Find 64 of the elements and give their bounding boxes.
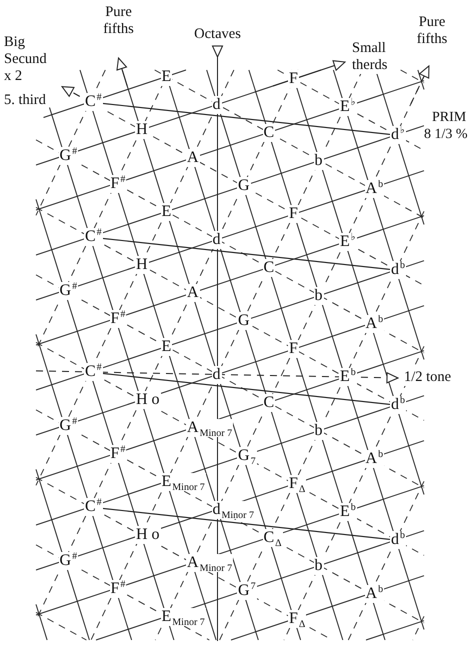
note-name: E$^{♭}$ — [339, 233, 356, 251]
note-name: F — [288, 205, 299, 223]
connector-line — [102, 238, 390, 270]
note-name: d$^{b}$ — [390, 531, 406, 549]
note-name: C$^{#}$ — [84, 228, 103, 246]
note-name: G$^{#}$ — [58, 282, 78, 300]
note-name: E — [160, 338, 172, 356]
note-name: F$_{Δ}$ — [288, 475, 306, 493]
note-name: F — [288, 340, 299, 358]
note-name: H o — [135, 526, 161, 544]
note-name: F$_{Δ}$ — [288, 610, 306, 628]
note-name: G — [237, 312, 251, 330]
note-name: A$^{b}$ — [364, 450, 384, 468]
axis-label: 1/2 tone — [404, 369, 452, 386]
note-name: G — [237, 177, 251, 195]
note-name: E — [160, 202, 172, 220]
note-name: d — [212, 96, 222, 114]
note-name: G$_{7}$ — [237, 447, 257, 465]
connector-line — [102, 102, 390, 135]
note-name: d$^{♭}$ — [390, 126, 406, 144]
note-name: E — [160, 68, 172, 86]
note-name: C — [262, 258, 276, 276]
note-name: E$_{Minor 7}$ — [160, 472, 206, 490]
note-name: b — [314, 422, 324, 440]
note-name: C$^{#}$ — [84, 93, 103, 111]
note-name: d — [212, 366, 222, 384]
note-name: b — [314, 556, 324, 574]
note-name: F$^{#}$ — [110, 580, 126, 598]
note-name: C$^{#}$ — [84, 363, 103, 381]
note-name: A$^{b}$ — [364, 314, 384, 332]
note-name: A — [186, 284, 200, 302]
note-name: A$^{b}$ — [364, 584, 384, 602]
note-name: b — [314, 152, 324, 170]
note-name: E$^{b}$ — [339, 368, 357, 386]
note-name: d$_{Minor 7}$ — [212, 500, 255, 518]
note-name: E$^{b}$ — [339, 503, 357, 521]
note-name: H — [135, 121, 149, 139]
note-name: F$^{#}$ — [110, 310, 126, 328]
note-name: C$^{#}$ — [84, 498, 103, 516]
note-name: G$^{#}$ — [58, 416, 78, 434]
connector-line — [102, 372, 390, 405]
note-name: C$_{Δ}$ — [262, 528, 283, 546]
note-name: d$^{b}$ — [390, 396, 406, 414]
note-name: C — [262, 394, 276, 412]
note-name: E$_{Minor 7}$ — [160, 608, 206, 626]
note-name: H o — [135, 391, 161, 409]
note-name: A — [186, 149, 200, 167]
note-name: C — [262, 124, 276, 142]
note-name: d — [212, 230, 222, 248]
connector-line — [102, 508, 390, 540]
note-name: A$^{b}$ — [364, 180, 384, 198]
note-name: d$^{b}$ — [390, 261, 406, 279]
note-name: A$_{Minor 7}$ — [186, 554, 234, 572]
note-name: G$^{7}$ — [237, 582, 257, 600]
axis-label: Small therds — [352, 40, 388, 74]
note-name: F$^{#}$ — [110, 444, 126, 462]
note-name: G$^{#}$ — [58, 146, 78, 164]
note-name: F — [288, 70, 299, 88]
note-name: H — [135, 256, 149, 274]
note-name: E$^{♭}$ — [339, 98, 356, 116]
note-name: b — [314, 286, 324, 304]
note-name: G$^{#}$ — [58, 552, 78, 570]
note-name: A$_{Minor 7}$ — [186, 419, 234, 437]
note-name: F$^{#}$ — [110, 174, 126, 192]
